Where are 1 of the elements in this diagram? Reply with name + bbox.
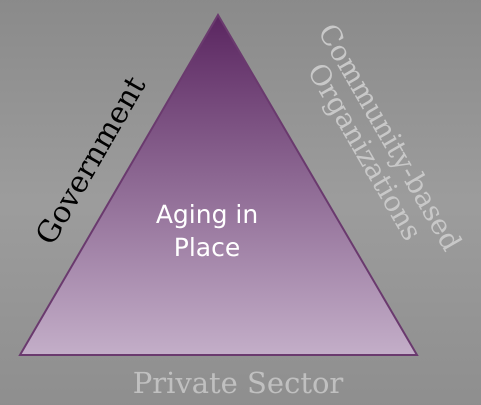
center-label: Aging in Place	[154, 199, 260, 264]
